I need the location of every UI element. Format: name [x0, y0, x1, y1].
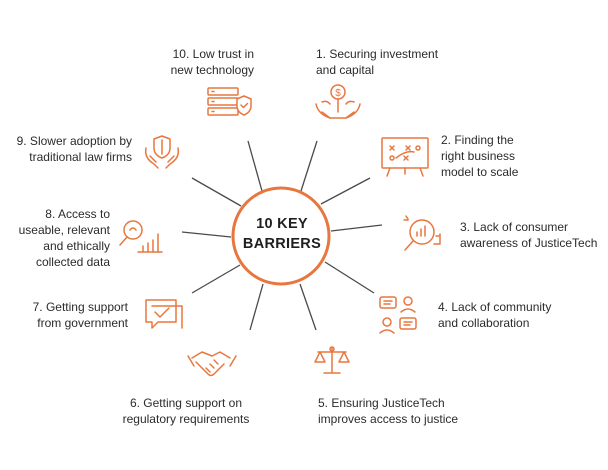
chat-check-icon [145, 299, 183, 329]
center-circle [231, 186, 331, 286]
server-shield-icon [207, 87, 252, 116]
spoke-1 [300, 140, 318, 192]
handshake-icon [187, 351, 237, 377]
barrier-9-line-1: 9. Slower adoption by [16, 134, 132, 148]
barrier-6-line-2: regulatory requirements [122, 412, 250, 426]
barrier-7-line-2: from government [37, 316, 128, 330]
barrier-1-line-2: and capital [316, 63, 375, 77]
data-search-icon [119, 220, 163, 253]
barrier-4-label: 4. Lack of community and collaboration [438, 299, 551, 331]
barrier-9-line-2: traditional law firms [29, 150, 132, 164]
barrier-9-label: 9. Slower adoption by traditional law fi… [4, 133, 132, 165]
center-title: 10 KEY BARRIERS [232, 214, 332, 254]
barrier-4-line-2: and collaboration [438, 316, 530, 330]
barrier-8-line-4: collected data [35, 255, 110, 269]
barrier-10-label: 10. Low trust in new technology [146, 46, 254, 78]
spoke-2 [320, 177, 371, 205]
barrier-7-label: 7. Getting support from government [12, 299, 128, 331]
money-hands-icon: $ [315, 84, 361, 119]
people-chat-icon [379, 296, 417, 334]
barrier-6-label: 6. Getting support on regulatory require… [112, 395, 260, 427]
barrier-8-line-1: 8. Access to [45, 207, 110, 221]
barrier-1-label: 1. Securing investment and capital [316, 46, 438, 78]
barrier-10-line-1: 10. Low trust in [172, 47, 254, 61]
shield-hands-icon [144, 135, 180, 169]
scales-icon [314, 346, 350, 374]
center-title-line-1: 10 KEY [256, 216, 308, 232]
barrier-3-line-1: 3. Lack of consumer [460, 220, 569, 234]
barrier-4-line-1: 4. Lack of community [438, 300, 552, 314]
spoke-5 [299, 283, 317, 331]
barrier-5-label: 5. Ensuring JusticeTech improves access … [318, 395, 458, 427]
barrier-8-line-2: useable, relevant [18, 223, 110, 237]
barrier-2-line-1: 2. Finding the [441, 133, 514, 147]
spoke-10 [247, 140, 263, 192]
spoke-8 [181, 231, 232, 238]
spoke-9 [191, 177, 242, 207]
spoke-7 [191, 264, 241, 294]
barrier-3-line-2: awareness of JusticeTech [460, 236, 598, 250]
strategy-board-icon [381, 137, 429, 177]
barrier-8-label: 8. Access to useable, relevant and ethic… [6, 206, 110, 270]
barrier-2-line-2: right business [441, 149, 516, 163]
barrier-5-line-2: improves access to justice [318, 412, 459, 426]
barrier-1-line-1: 1. Securing investment [316, 47, 439, 61]
barrier-10-line-2: new technology [170, 63, 254, 77]
barrier-5-line-1: 5. Ensuring JusticeTech [318, 396, 445, 410]
barrier-7-line-1: 7. Getting support [32, 300, 128, 314]
spoke-4 [324, 261, 375, 294]
barrier-2-label: 2. Finding the right business model to s… [441, 132, 518, 180]
spoke-3 [330, 224, 383, 232]
spoke-6 [249, 283, 264, 331]
barrier-2-line-3: model to scale [441, 165, 519, 179]
center-title-line-2: BARRIERS [242, 236, 322, 252]
magnifier-chart-icon [403, 215, 441, 251]
barrier-6-line-1: 6. Getting support on [129, 396, 243, 410]
barrier-8-line-3: and ethically [43, 239, 110, 253]
svg-text:$: $ [335, 88, 341, 99]
barrier-3-label: 3. Lack of consumer awareness of Justice… [460, 219, 597, 251]
